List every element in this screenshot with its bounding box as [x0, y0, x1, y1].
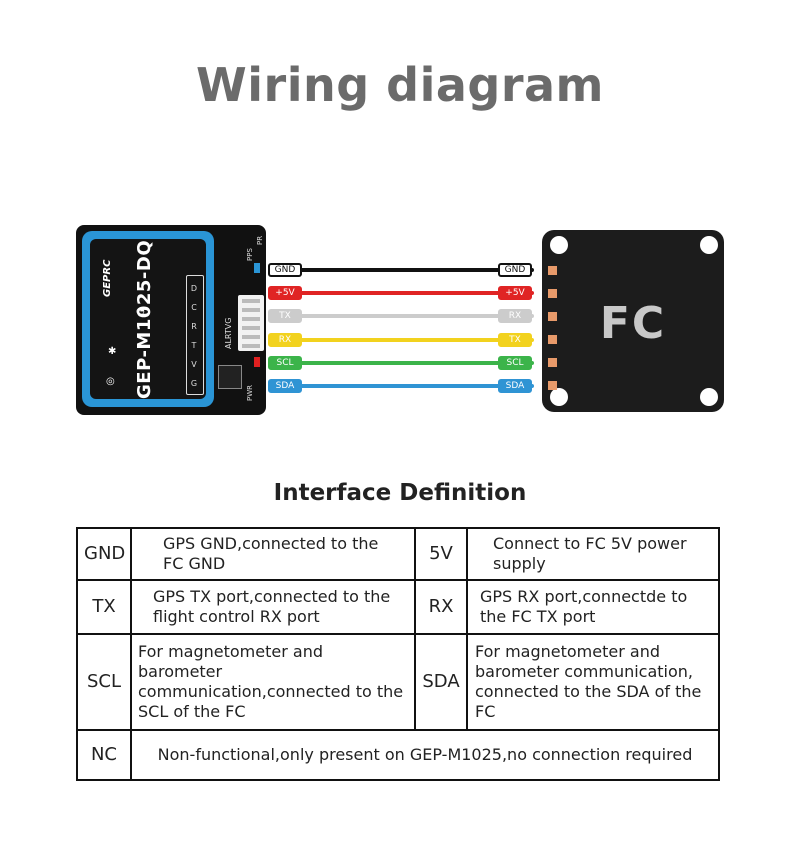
- fc-label: FC: [599, 298, 667, 349]
- pin-name: GND: [76, 527, 132, 581]
- pin-description: Connect to FC 5V power supply: [466, 527, 720, 581]
- mount-hole: [550, 236, 568, 254]
- pin-name: 5V: [414, 527, 468, 581]
- pin-name: SCL: [76, 633, 132, 731]
- mount-hole: [700, 388, 718, 406]
- pin-label: R: [191, 322, 197, 331]
- pin-name: RX: [414, 579, 468, 635]
- pin-name: NC: [76, 729, 132, 781]
- wire-tx: [296, 314, 534, 318]
- mount-hole: [550, 388, 568, 406]
- table-row: TX GPS TX port,connected to the flight c…: [76, 579, 720, 635]
- compass-icon: ◎: [106, 376, 115, 387]
- wire-tag-gps: SDA: [268, 379, 302, 393]
- table-row: SCL For magnetometer and barometer commu…: [76, 633, 720, 731]
- fc-pad: [548, 266, 557, 275]
- pin-description-text: Connect to FC 5V power supply: [493, 534, 687, 573]
- gps-module-face: GEPRC GEP-M1025-DQ ◔ ✱ ◎ D C R T V G: [90, 239, 206, 399]
- table-row: GND GPS GND,connected to the FC GND 5V C…: [76, 527, 720, 581]
- pps-led: [254, 263, 260, 273]
- gps-model-label: GEP-M1025-DQ: [134, 239, 155, 399]
- pin-labels: D C R T V G: [186, 279, 202, 393]
- wire-gnd: [296, 268, 534, 272]
- fc-board: FC: [542, 230, 724, 412]
- pin-description-text: GPS RX port,connectde to the FC TX port: [480, 587, 688, 626]
- interface-title: Interface Definition: [273, 480, 527, 506]
- pin-description-text: GPS TX port,connected to the flight cont…: [153, 587, 391, 626]
- connector-pin: [242, 326, 260, 330]
- mount-hole: [700, 236, 718, 254]
- wire-tag-gps: TX: [268, 309, 302, 323]
- wire-connector: [238, 295, 264, 351]
- gps-module: GEPRC GEP-M1025-DQ ◔ ✱ ◎ D C R T V G ALR…: [76, 225, 266, 415]
- connector-pin: [242, 317, 260, 321]
- wire-tag-gps: GND: [268, 263, 302, 277]
- pin-label-box: [186, 275, 204, 395]
- wire-tag-fc: RX: [498, 309, 532, 323]
- pin-description: GPS RX port,connectde to the FC TX port: [466, 579, 720, 635]
- gps-chip: [218, 365, 242, 389]
- pin-description: GPS GND,connected to the FC GND: [130, 527, 416, 581]
- pin-label: V: [191, 360, 197, 369]
- page-title: Wiring diagram: [196, 58, 604, 112]
- pin-description: GPS TX port,connected to the flight cont…: [130, 579, 416, 635]
- pin-label: G: [190, 379, 198, 388]
- gps-brand-logo: GEPRC: [102, 259, 113, 297]
- pwr-led: [254, 357, 260, 367]
- pr-label: PR: [256, 235, 264, 245]
- connector-pin: [242, 344, 260, 348]
- wire-tag-fc: GND: [498, 263, 532, 277]
- wire-tag-fc: TX: [498, 333, 532, 347]
- connector-pin: [242, 308, 260, 312]
- connector-pin: [242, 335, 260, 339]
- satellite-icon: ✱: [108, 346, 117, 357]
- connector-pin: [242, 299, 260, 303]
- pin-description-text: For magnetometer and barometer communica…: [138, 642, 404, 721]
- pin-name: SDA: [414, 633, 468, 731]
- pin-description: For magnetometer and barometer communica…: [466, 633, 720, 731]
- pps-label: PPS: [246, 248, 254, 261]
- pin-label: D: [190, 284, 198, 293]
- wire-5v: [296, 291, 534, 295]
- wire-tag-fc: SDA: [498, 379, 532, 393]
- gps-module-panel: GEPRC GEP-M1025-DQ ◔ ✱ ◎ D C R T V G: [82, 231, 214, 407]
- wire-tag-gps: +5V: [268, 286, 302, 300]
- wire-tag-gps: SCL: [268, 356, 302, 370]
- wire-tag-fc: +5V: [498, 286, 532, 300]
- fc-pad: [548, 381, 557, 390]
- interface-table: GND GPS GND,connected to the FC GND 5V C…: [76, 527, 720, 781]
- pin-description: For magnetometer and barometer communica…: [130, 633, 416, 731]
- wire-tag-gps: RX: [268, 333, 302, 347]
- pin-name: TX: [76, 579, 132, 635]
- pin-label: C: [191, 303, 197, 312]
- wire-tag-fc: SCL: [498, 356, 532, 370]
- connector-label: ALRTVG: [224, 317, 233, 349]
- signal-icon: ◔: [136, 306, 145, 317]
- pin-description-text: For magnetometer and barometer communica…: [475, 642, 702, 721]
- wire-scl: [296, 361, 534, 365]
- wire-rx: [296, 338, 534, 342]
- pin-description: Non-functional,only present on GEP-M1025…: [130, 729, 720, 781]
- pin-label: T: [191, 341, 197, 350]
- fc-pad: [548, 358, 557, 367]
- table-row: NC Non-functional,only present on GEP-M1…: [76, 729, 720, 781]
- fc-pad: [548, 289, 557, 298]
- pwr-label: PWR: [246, 384, 254, 401]
- fc-pad: [548, 335, 557, 344]
- fc-pad: [548, 312, 557, 321]
- wire-sda: [296, 384, 534, 388]
- pin-description-text: GPS GND,connected to the FC GND: [163, 534, 379, 573]
